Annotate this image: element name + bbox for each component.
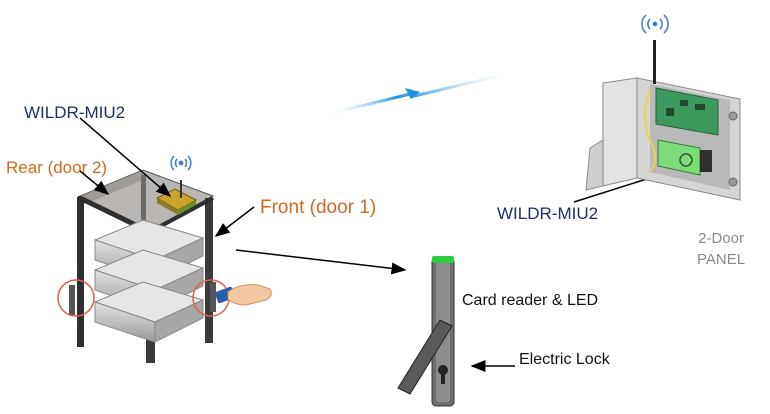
wireless-antenna-icon xyxy=(171,156,191,170)
rear-door-label: Rear (door 2) xyxy=(6,159,107,178)
door-panel-label-line1: 2-Door xyxy=(697,228,745,249)
arrow-front xyxy=(216,207,254,236)
led-indicator xyxy=(432,256,454,263)
door-panel-enclosure xyxy=(586,40,740,200)
door-panel-label: 2-Door PANEL xyxy=(697,228,745,270)
miu2-panel-label: WILDR-MIU2 xyxy=(497,205,598,224)
wireless-antenna-icon xyxy=(642,15,668,33)
electric-lock-label: Electric Lock xyxy=(519,351,610,369)
highlight-circle-rear xyxy=(58,280,94,316)
door-panel-label-line2: PANEL xyxy=(697,249,745,270)
arrow-card-reader xyxy=(236,250,405,270)
hand-with-card-icon xyxy=(214,285,271,305)
lightning-link-icon xyxy=(325,72,515,115)
front-door-label: Front (door 1) xyxy=(260,198,376,219)
electric-lock-handle xyxy=(398,256,454,406)
card-reader-label: Card reader & LED xyxy=(462,292,598,310)
miu2-rack-label: WILDR-MIU2 xyxy=(24,104,125,123)
